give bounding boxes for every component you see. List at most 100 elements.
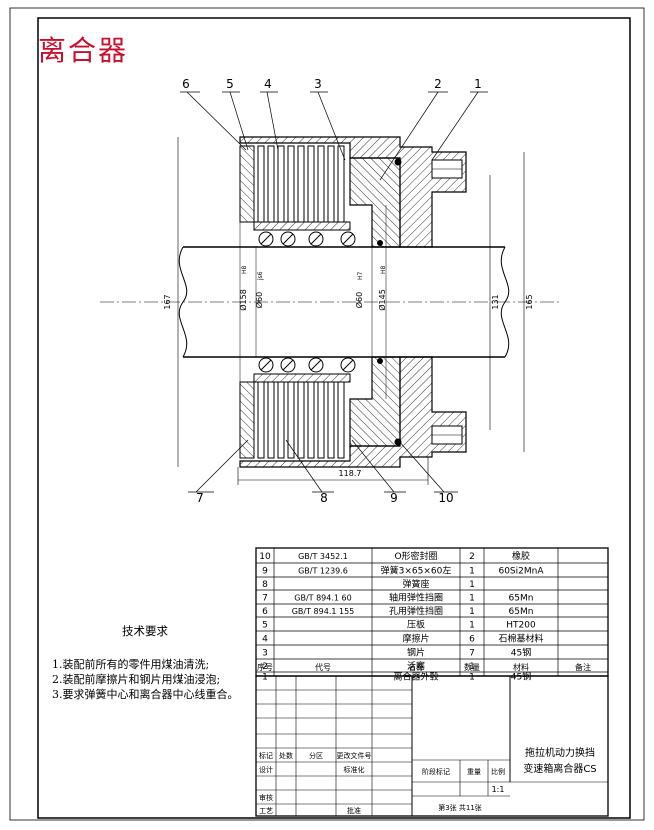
tb-approve: 批准: [347, 806, 361, 815]
bom-cell-qty: 7: [469, 649, 475, 659]
bom-cell-no: 3: [262, 649, 268, 659]
callout-1: 1: [474, 77, 482, 91]
tb-sheet-info: 第3张 共11张: [438, 803, 482, 812]
plate-stack-lower: [239, 381, 345, 459]
tb-change-doc: 更改文件号: [337, 751, 372, 760]
bom-cell-qty: 1: [469, 594, 475, 604]
dim-131: 131: [491, 294, 500, 309]
bom-cell-material: 65Mn: [509, 607, 534, 617]
bom-cell-qty: 2: [469, 552, 475, 562]
tech-req-title: 技术要求: [122, 624, 168, 638]
bom-header-note: 备注: [575, 662, 591, 672]
bom-cell-qty: 1: [469, 607, 475, 617]
title-block: [255, 675, 609, 817]
bom-cell-name: 摩擦片: [402, 633, 429, 645]
dim-145-tol: H8: [380, 265, 387, 274]
tb-scale-value: 1:1: [492, 785, 505, 794]
bom-cell-no: 10: [259, 552, 271, 562]
bom-cell-name: 轴用弹性挡圈: [389, 592, 443, 604]
tb-stage-mark: 阶段标记: [422, 767, 450, 776]
bom-cell-no: 6: [262, 607, 268, 617]
dim-158: Ø158: [238, 289, 248, 311]
bom-cell-material: HT200: [506, 621, 536, 631]
bom-cell-qty: 1: [469, 621, 475, 631]
bom-cell-name: 压板: [407, 619, 425, 631]
tb-zone: 分区: [309, 751, 323, 760]
piston-lower: [349, 356, 401, 447]
bom-cell-no: 4: [262, 635, 268, 645]
spring-seat-upper: [253, 221, 351, 231]
tb-count: 处数: [279, 751, 293, 760]
bom-cell-qty: 6: [469, 635, 475, 645]
bom-cell-code: GB/T 894.1 60: [294, 594, 351, 603]
dim-165: 165: [525, 294, 534, 309]
tb-product-title-2: 变速箱离合器CS: [523, 762, 596, 775]
dim-60-mid: Ø60: [354, 292, 364, 308]
bom-cell-material: 65Mn: [509, 594, 534, 604]
bom-cell-qty: 1: [469, 673, 475, 683]
outer-hub-upper: [239, 136, 467, 248]
shaft: [183, 246, 505, 358]
bom-cell-name: 弹簧3×65×60左: [381, 565, 452, 577]
callout-4: 4: [264, 77, 272, 91]
bom-header-name: 名称: [408, 662, 424, 672]
piston-upper: [349, 157, 401, 248]
bom-cell-name: 活塞: [407, 660, 425, 672]
dim-length: 118.7: [339, 469, 362, 478]
callout-6: 6: [182, 77, 190, 91]
bom-header-material: 材料: [513, 662, 529, 672]
bom-cell-name: 钢片: [407, 647, 425, 659]
tb-process: 工艺: [259, 807, 273, 815]
tb-review: 审核: [259, 793, 273, 802]
tech-req-item-3: 3.要求弹簧中心和离合器中心线重合。: [52, 688, 239, 701]
bom-header-code: 代号: [315, 662, 331, 672]
dim-60-mid-tol: H7: [357, 271, 364, 280]
dim-60-left: Ø60: [254, 292, 264, 308]
dim-145: Ø145: [377, 289, 387, 311]
tech-req-item-2: 2.装配前摩擦片和钢片用煤油浸泡;: [52, 673, 221, 686]
bom-cell-qty: 1: [469, 567, 475, 577]
bom-cell-qty: 1: [469, 580, 475, 590]
bom-cell-code: GB/T 1239.6: [298, 567, 348, 576]
bom-header-no: 序号: [257, 662, 273, 672]
bom-cell-qty: 1: [469, 662, 475, 672]
springs-lower: [258, 357, 356, 373]
callout-3: 3: [314, 77, 322, 91]
tb-design: 设计: [259, 765, 273, 774]
bom-header: 序号 代号 名称 数量 材料 备注: [257, 662, 591, 672]
bom-cell-no: 7: [262, 594, 268, 604]
spring-seat-lower: [253, 373, 351, 383]
plate-stack-upper: [239, 145, 345, 223]
dim-167: 167: [163, 294, 172, 309]
bom-header-qty: 数量: [464, 662, 480, 672]
tech-req-item-1: 1.装配前所有的零件用煤油清洗;: [52, 658, 210, 671]
bom-cell-name: O形密封圈: [394, 550, 437, 562]
bom-cell-no: 5: [262, 621, 268, 631]
bom-cell-no: 8: [262, 580, 268, 590]
tb-scale: 比例: [491, 767, 505, 776]
dim-158-tol: H8: [241, 265, 248, 274]
clutch-section-view: [100, 91, 560, 493]
outer-frame: [9, 7, 645, 821]
bom-cell-name: 孔用弹性挡圈: [389, 605, 443, 617]
tb-product-title-1: 拖拉机动力换挡: [525, 746, 595, 759]
outer-hub-lower: [239, 356, 467, 468]
bom-cell-no: 1: [262, 673, 268, 683]
bom-cell-material: 石棉基材料: [498, 633, 543, 645]
callout-10: 10: [438, 491, 453, 505]
bom-cell-no: 2: [262, 662, 268, 672]
inner-frame: [37, 17, 631, 819]
callout-2: 2: [434, 77, 442, 91]
callout-5: 5: [226, 77, 234, 91]
callout-9: 9: [390, 491, 398, 505]
tb-standardize: 标准化: [344, 765, 365, 774]
callout-8: 8: [320, 491, 328, 505]
springs-upper: [258, 231, 356, 247]
tb-mark: 标记: [259, 751, 273, 760]
bom-cell-material: 45钢: [511, 647, 531, 659]
bom-cell-name: 弹簧座: [402, 578, 429, 590]
drawing-title: 离合器: [38, 34, 129, 67]
bom-cell-material: 橡胶: [512, 550, 530, 562]
bom-cell-material: 60Si2MnA: [498, 567, 544, 577]
